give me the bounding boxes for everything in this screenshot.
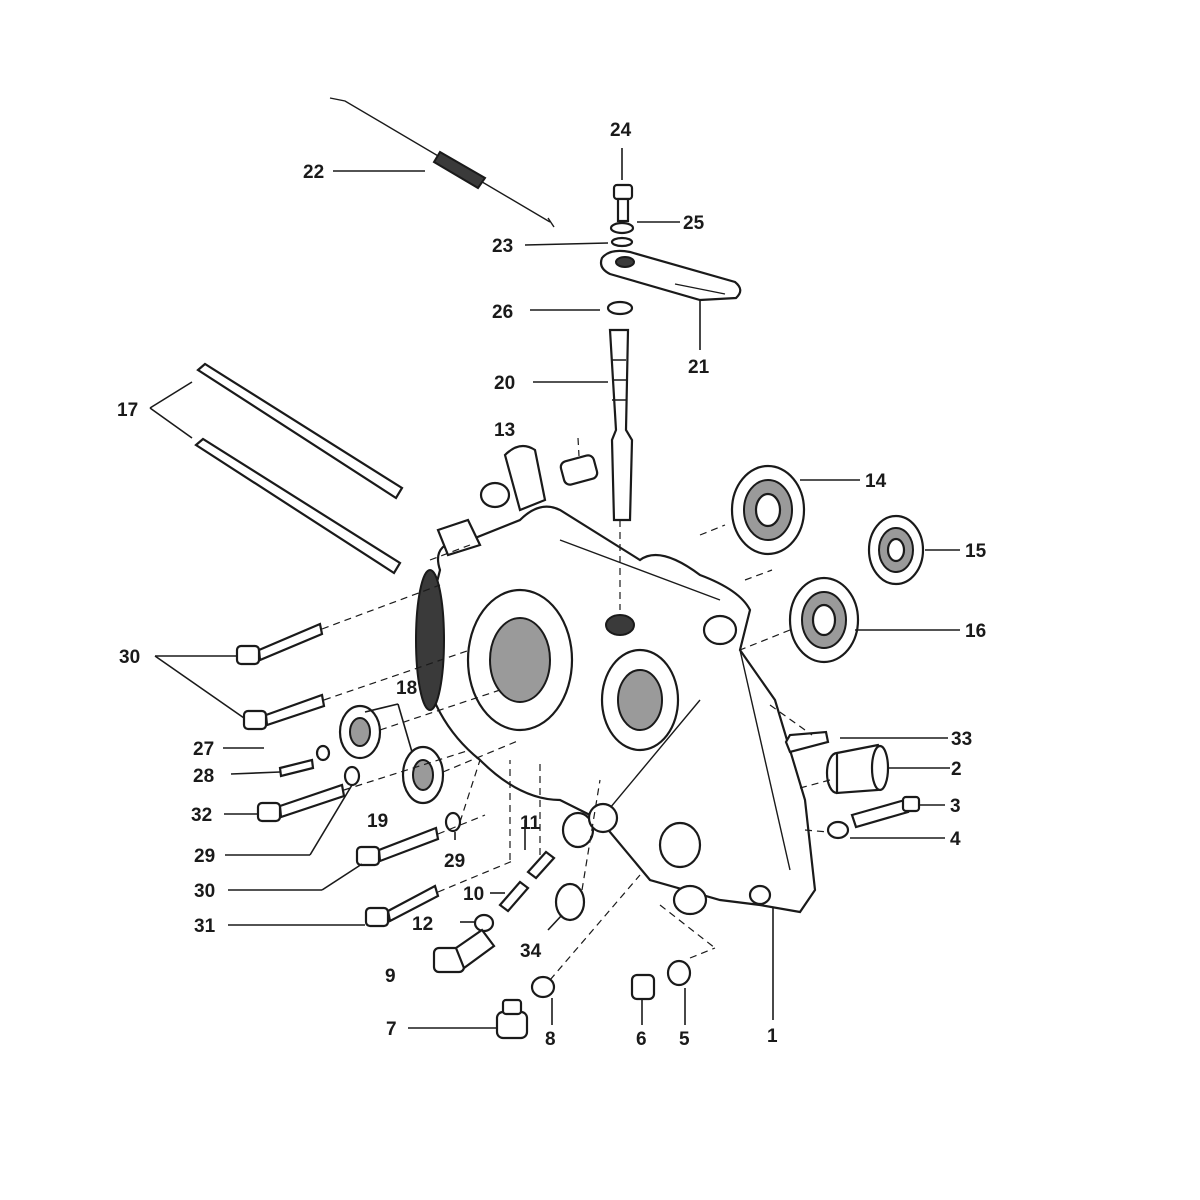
label-30-lower: 30: [194, 881, 215, 902]
washer-part-5: [666, 959, 692, 987]
washer-part-23: [610, 236, 634, 248]
pin-part-11: [526, 850, 556, 880]
bush-part-2: [825, 743, 890, 795]
clip-part-26: [606, 300, 634, 316]
label-19: 19: [367, 811, 388, 832]
label-12: 12: [412, 914, 433, 935]
label-30-upper: 30: [119, 647, 140, 668]
bolt-part-24: [612, 183, 634, 223]
label-7: 7: [386, 1019, 397, 1040]
bearing-part-15: [867, 514, 925, 586]
label-28: 28: [193, 766, 214, 787]
plug-part-7: [495, 998, 529, 1040]
part-labels: 22 24 25 23 26 21 20 17 13 14 15 16 30 1…: [117, 120, 987, 1050]
label-34: 34: [520, 941, 542, 962]
bolt-part-33: [784, 730, 830, 754]
shaft-part-20: [608, 328, 634, 522]
label-25: 25: [683, 213, 705, 234]
washer-part-8: [530, 975, 556, 999]
bearing-part-14: [730, 464, 806, 556]
pin-part-13: [559, 454, 599, 486]
label-29-right: 29: [444, 851, 465, 872]
bolt-part-30-upper: [235, 622, 324, 666]
label-4: 4: [950, 829, 961, 850]
label-27: 27: [193, 739, 214, 760]
label-5: 5: [679, 1029, 690, 1050]
seal-part-19: [401, 745, 445, 805]
label-3: 3: [950, 796, 961, 817]
label-23: 23: [492, 236, 513, 257]
crankcase-lug-detail: [561, 802, 619, 849]
label-8: 8: [545, 1029, 556, 1050]
label-6: 6: [636, 1029, 647, 1050]
label-26: 26: [492, 302, 513, 323]
label-22: 22: [303, 162, 324, 183]
label-15: 15: [965, 541, 987, 562]
label-9: 9: [385, 966, 396, 987]
bolt-part-30-middle: [242, 693, 326, 731]
label-29-left: 29: [194, 846, 215, 867]
crankcase-part-1: [415, 444, 817, 916]
seal-part-18: [338, 704, 382, 760]
leader-lines: [149, 148, 960, 1029]
label-31: 31: [194, 916, 216, 937]
screw-part-28: [278, 758, 315, 778]
label-1: 1: [767, 1026, 778, 1047]
label-16: 16: [965, 621, 986, 642]
stud-part-17: [194, 362, 404, 575]
label-20: 20: [494, 373, 515, 394]
bolt-part-31: [364, 884, 440, 928]
spring-cable-part-22: [329, 97, 555, 228]
lever-part-21: [599, 249, 742, 302]
label-17: 17: [117, 400, 138, 421]
stud-part-3: [850, 795, 921, 829]
washer-part-4: [826, 820, 850, 840]
washer-part-12: [473, 913, 495, 933]
label-18: 18: [396, 678, 417, 699]
spacer-part-34: [554, 882, 586, 922]
label-11: 11: [520, 813, 541, 834]
label-32: 32: [191, 805, 212, 826]
alignment-lines: [321, 437, 831, 981]
pin-part-10: [498, 880, 530, 913]
plug-part-9: [432, 928, 496, 974]
label-14: 14: [865, 471, 887, 492]
label-21: 21: [688, 357, 710, 378]
label-13: 13: [494, 420, 515, 441]
washer-part-25: [609, 221, 635, 235]
washer-part-27: [315, 744, 331, 762]
label-33: 33: [951, 729, 972, 750]
bolt-part-32: [256, 783, 346, 823]
bearing-part-16: [788, 576, 860, 664]
label-2: 2: [951, 759, 962, 780]
bolt-part-30-lower: [355, 826, 440, 867]
label-24: 24: [610, 120, 632, 141]
washer-part-29-left: [343, 765, 361, 787]
label-10: 10: [463, 884, 484, 905]
nut-part-6: [630, 973, 656, 1001]
